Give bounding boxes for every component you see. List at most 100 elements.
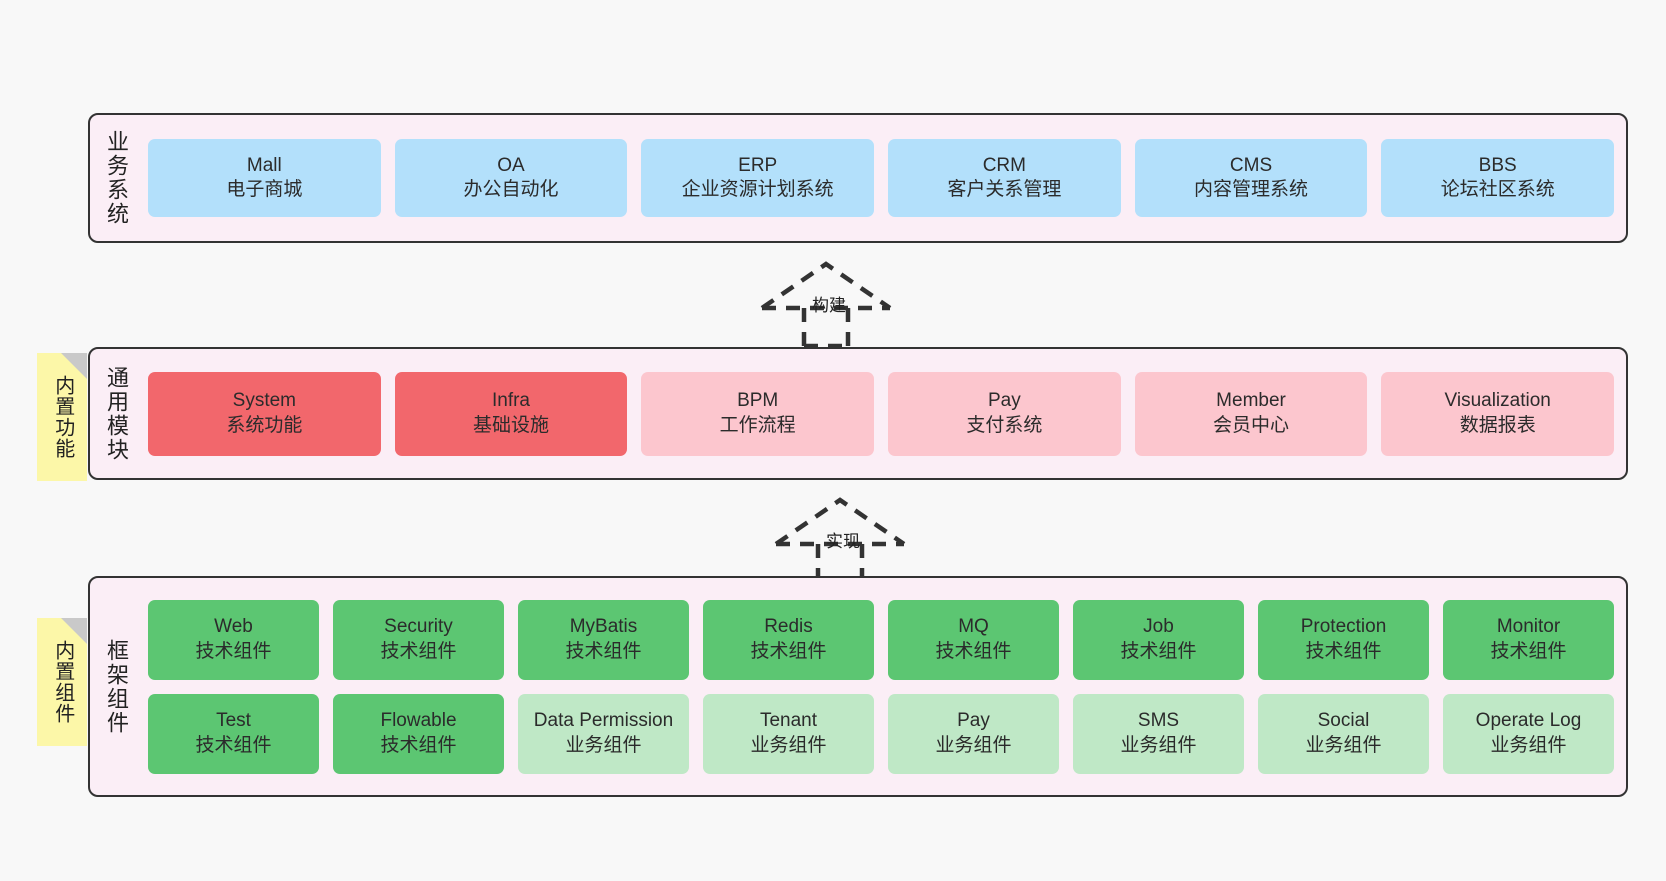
card-title-cn: 办公自动化	[463, 179, 559, 200]
module-card-visualization[interactable]: Visualization 数据报表	[1381, 371, 1615, 456]
module-card-pay[interactable]: Pay 支付系统	[888, 371, 1121, 456]
card-title-en: SMS	[1137, 710, 1180, 732]
card-title-en: Infra	[491, 390, 531, 412]
card-title-cn: 技术组件	[935, 640, 1012, 662]
layer-title-business: 业务系统	[103, 130, 129, 226]
card-row: System 系统功能 Infra 基础设施 BPM 工作流程 Pay 支付系统…	[148, 371, 1615, 456]
layer-body-business: Mall 电子商城 OA 办公自动化 ERP 企业资源计划系统 CRM 客户关系…	[142, 115, 1626, 241]
layer-body-framework: Web 技术组件 Security 技术组件 MyBatis 技术组件 Redi…	[142, 578, 1626, 795]
card-title-en: Tenant	[759, 710, 818, 732]
note-fold-corner-icon	[61, 353, 87, 379]
card-title-en: System	[232, 390, 297, 412]
component-card-flowable[interactable]: Flowable 技术组件	[333, 693, 504, 774]
module-card-infra[interactable]: Infra 基础设施	[394, 371, 628, 456]
card-title-cn: 支付系统	[966, 414, 1043, 436]
card-title-cn: 业务组件	[1490, 734, 1567, 756]
card-title-cn: 技术组件	[1490, 640, 1567, 662]
component-card-job[interactable]: Job 技术组件	[1073, 599, 1244, 680]
module-card-bpm[interactable]: BPM 工作流程	[641, 371, 875, 456]
module-card-bbs[interactable]: BBS 论坛社区系统	[1381, 139, 1615, 217]
card-title-cn: 企业资源计划系统	[681, 179, 834, 200]
layer-body-module: System 系统功能 Infra 基础设施 BPM 工作流程 Pay 支付系统…	[142, 349, 1626, 478]
card-title-en: BPM	[737, 390, 779, 412]
card-title-en: Job	[1143, 616, 1174, 638]
card-title-en: Protection	[1300, 616, 1387, 638]
card-title-en: Security	[384, 616, 453, 638]
card-title-cn: 业务组件	[1120, 734, 1197, 756]
card-title-en: Monitor	[1496, 616, 1561, 638]
card-title-cn: 客户关系管理	[947, 179, 1062, 200]
card-row: Web 技术组件 Security 技术组件 MyBatis 技术组件 Redi…	[148, 599, 1614, 680]
card-title-cn: 业务组件	[1305, 734, 1382, 756]
card-title-en: BBS	[1478, 154, 1517, 176]
card-title-en: Test	[216, 710, 251, 732]
component-card-test[interactable]: Test 技术组件	[148, 693, 319, 774]
card-title-en: Data Permission	[533, 710, 674, 732]
card-row: Test 技术组件 Flowable 技术组件 Data Permission …	[148, 693, 1614, 774]
layer-title-module: 通用模块	[103, 365, 129, 462]
card-title-cn: 内容管理系统	[1194, 179, 1309, 200]
note-label: 内置组件	[51, 640, 74, 724]
connector-label-implement: 实现	[826, 532, 860, 551]
component-card-tenant[interactable]: Tenant 业务组件	[703, 693, 874, 774]
module-card-mall[interactable]: Mall 电子商城	[148, 139, 381, 217]
layer-business-systems: 业务系统 Mall 电子商城 OA 办公自动化 ERP 企业资源计划系统 CRM…	[88, 113, 1628, 243]
card-title-cn: 电子商城	[226, 179, 303, 200]
card-row: Mall 电子商城 OA 办公自动化 ERP 企业资源计划系统 CRM 客户关系…	[148, 139, 1615, 217]
card-title-cn: 技术组件	[195, 640, 272, 662]
card-title-cn: 工作流程	[719, 414, 796, 436]
component-card-social[interactable]: Social 业务组件	[1258, 693, 1429, 774]
card-title-cn: 技术组件	[380, 640, 457, 662]
card-title-cn: 基础设施	[473, 414, 550, 436]
card-title-en: Mall	[246, 154, 282, 176]
card-title-en: MyBatis	[569, 616, 638, 638]
layer-framework-components: 框架组件 Web 技术组件 Security 技术组件 MyBatis 技术组件…	[88, 576, 1628, 797]
component-card-mq[interactable]: MQ 技术组件	[888, 599, 1059, 680]
connector-label-build: 构建	[812, 296, 846, 315]
module-card-system[interactable]: System 系统功能	[148, 371, 381, 456]
card-title-en: Pay	[957, 710, 990, 732]
component-card-web[interactable]: Web 技术组件	[148, 599, 319, 680]
component-card-redis[interactable]: Redis 技术组件	[703, 599, 874, 680]
card-title-en: Visualization	[1444, 390, 1551, 412]
component-card-mybatis[interactable]: MyBatis 技术组件	[518, 599, 689, 680]
card-title-en: Pay	[987, 390, 1021, 412]
card-title-en: Social	[1317, 710, 1370, 732]
card-title-en: OA	[497, 154, 525, 176]
module-card-cms[interactable]: CMS 内容管理系统	[1134, 139, 1368, 217]
card-title-cn: 技术组件	[750, 640, 827, 662]
card-title-en: CRM	[982, 154, 1026, 176]
card-title-en: CMS	[1229, 154, 1273, 176]
component-card-sms[interactable]: SMS 业务组件	[1073, 693, 1244, 774]
component-card-data-permission[interactable]: Data Permission 业务组件	[518, 693, 689, 774]
card-title-cn: 技术组件	[195, 734, 272, 756]
card-title-en: Member	[1216, 390, 1286, 412]
card-title-cn: 会员中心	[1213, 414, 1290, 436]
layer-title-framework: 框架组件	[103, 638, 129, 735]
card-title-en: Flowable	[380, 710, 457, 732]
component-card-protection[interactable]: Protection 技术组件	[1258, 599, 1429, 680]
component-card-security[interactable]: Security 技术组件	[333, 599, 504, 680]
card-title-cn: 业务组件	[750, 734, 827, 756]
component-card-monitor[interactable]: Monitor 技术组件	[1443, 599, 1614, 680]
card-title-cn: 业务组件	[565, 734, 642, 756]
card-title-cn: 论坛社区系统	[1440, 179, 1555, 200]
module-card-crm[interactable]: CRM 客户关系管理	[888, 139, 1121, 217]
sticky-note-builtin-features: 内置功能	[37, 353, 87, 481]
card-title-cn: 系统功能	[226, 414, 303, 436]
component-card-pay[interactable]: Pay 业务组件	[888, 693, 1059, 774]
note-fold-corner-icon	[61, 618, 87, 644]
note-label: 内置功能	[51, 375, 74, 459]
component-card-operate-log[interactable]: Operate Log 业务组件	[1443, 693, 1614, 774]
card-title-cn: 技术组件	[1305, 640, 1382, 662]
card-title-en: Operate Log	[1475, 710, 1582, 732]
module-card-erp[interactable]: ERP 企业资源计划系统	[641, 139, 875, 217]
card-title-cn: 技术组件	[380, 734, 457, 756]
module-card-member[interactable]: Member 会员中心	[1134, 371, 1368, 456]
layer-common-modules: 通用模块 System 系统功能 Infra 基础设施 BPM 工作流程 Pay…	[88, 347, 1628, 480]
card-title-cn: 业务组件	[935, 734, 1012, 756]
card-title-en: Web	[214, 616, 253, 638]
module-card-oa[interactable]: OA 办公自动化	[394, 139, 628, 217]
card-title-cn: 技术组件	[1120, 640, 1197, 662]
